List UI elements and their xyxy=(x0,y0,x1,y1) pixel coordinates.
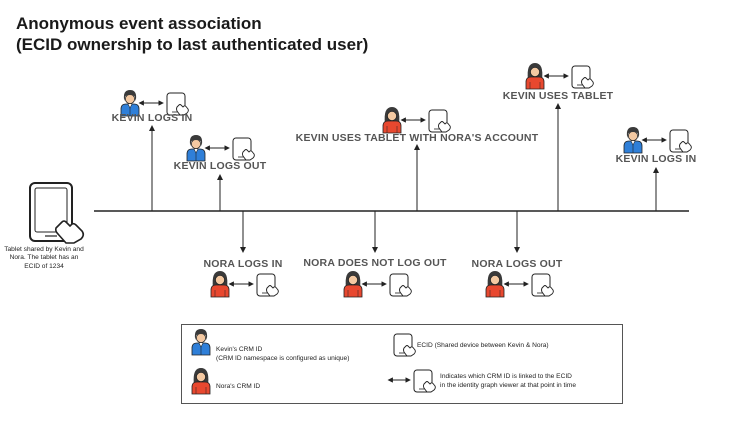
nora-ecid-link-icon xyxy=(344,271,411,297)
event-label: NORA LOGS OUT xyxy=(471,258,563,270)
event-label: NORA DOES NOT LOG OUT xyxy=(303,257,447,269)
shared-tablet-icon xyxy=(29,182,85,244)
kevin-ecid-link-icon xyxy=(624,127,691,153)
event-label: KEVIN LOGS OUT xyxy=(173,160,267,172)
nora-ecid-link-icon xyxy=(211,271,278,297)
nora-ecid-link-icon xyxy=(383,107,450,133)
event-label: KEVIN LOGS IN xyxy=(615,153,697,165)
legend-nora-title: Nora's CRM ID xyxy=(216,383,261,390)
diagram-title-line2: (ECID ownership to last authenticated us… xyxy=(16,35,369,54)
shared-tablet-caption: Tablet shared by Kevin and Nora. The tab… xyxy=(4,246,84,270)
event-label: KEVIN LOGS IN xyxy=(111,112,193,124)
kevin-ecid-link-icon xyxy=(187,135,254,161)
legend-kevin-note: (CRM ID namespace is configured as uniqu… xyxy=(216,355,350,362)
double-arrow-tablet-icon xyxy=(387,369,436,393)
event-label: KEVIN USES TABLET WITH NORA'S ACCOUNT xyxy=(295,132,539,144)
legend-kevin-title: Kevin's CRM ID xyxy=(216,346,263,353)
event-label: KEVIN USES TABLET xyxy=(502,90,614,102)
nora-ecid-link-icon xyxy=(526,63,593,89)
nora-ecid-link-icon xyxy=(486,271,553,297)
legend-link-line1: Indicates which CRM ID is linked to the … xyxy=(440,373,572,380)
legend-ecid-title: ECID (Shared device between Kevin & Nora… xyxy=(417,342,549,349)
legend-box xyxy=(181,324,623,404)
legend-link-line2: in the identity graph viewer at that poi… xyxy=(440,382,576,389)
event-label: NORA LOGS IN xyxy=(203,258,283,270)
diagram-title-line1: Anonymous event association xyxy=(16,14,262,33)
